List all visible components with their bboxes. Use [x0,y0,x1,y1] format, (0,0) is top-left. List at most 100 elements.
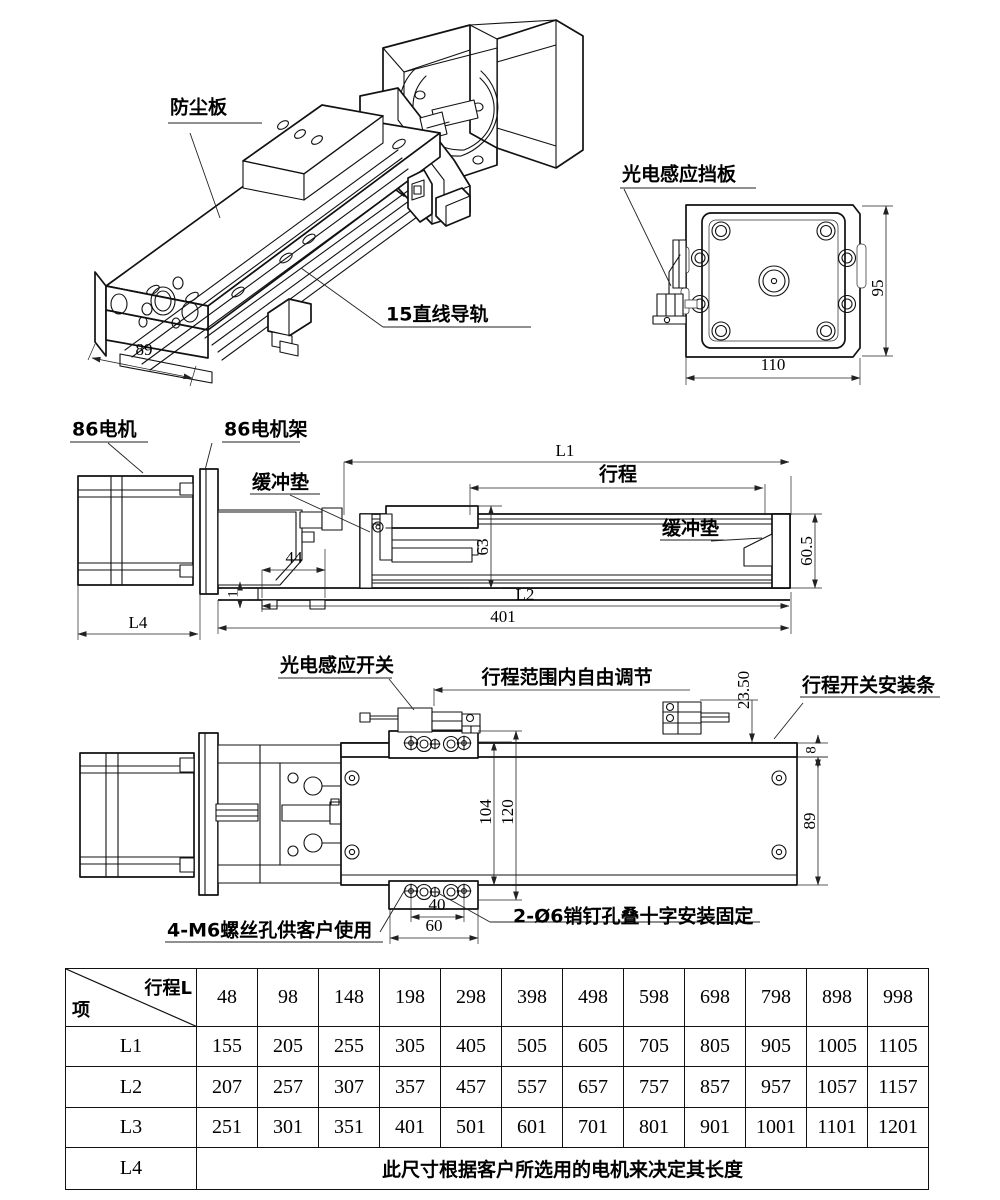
spec-cell-L3-798: 1001 [745,1106,807,1148]
side-motor [77,475,194,586]
spec-cell-L3-148: 351 [318,1106,380,1148]
spec-cell-L2-498: 657 [562,1066,624,1108]
callout-limit-switch-bar-label: 行程开关安装条 [801,674,936,697]
dim-end-95: 95 [862,205,893,357]
plan-sensor-block-left [359,707,481,759]
side-carriage [299,505,479,563]
spec-table-stroke-header-7: 598 [623,967,685,1028]
callout-dust-cover-label: 防尘板 [170,96,228,119]
dim-side-63-label: 63 [473,539,492,556]
corner-col-label: 行程L [144,978,192,999]
dim-side-L2-label: L2 [516,585,535,604]
callout-buffer-pad-right-label: 缓冲垫 [662,517,719,540]
spec-cell-L1-198: 305 [379,1026,441,1068]
dim-side-1: 1 [222,581,248,609]
plan-main-body [340,742,798,886]
plan-bracket [215,744,358,884]
dim-iso-89-label: 89 [136,340,153,359]
dim-side-stroke-label: 行程 [598,463,637,486]
dim-plan-40-label: 40 [429,895,446,914]
spec-table-row-label-L3: L3 [65,1106,197,1148]
callout-free-adjust-label: 行程范围内自由调节 [480,666,652,689]
spec-cell-L1-48: 155 [196,1026,258,1068]
spec-table-stroke-header-11: 998 [867,967,929,1028]
spec-table-row-label-L2: L2 [65,1066,197,1108]
dim-end-110: 110 [685,355,861,385]
spec-cell-L2-48: 207 [196,1066,258,1108]
spec-cell-L2-598: 757 [623,1066,685,1108]
callout-buffer-pad-left: 缓冲垫 [250,471,371,533]
spec-cell-L1-898: 1005 [806,1026,868,1068]
spec-cell-L3-98: 301 [257,1106,319,1148]
dim-end-110-label: 110 [761,355,786,374]
spec-cell-L1-98: 205 [257,1026,319,1068]
callout-motor-mount-86: 86电机架 [204,418,307,471]
corner-row-label: 项 [72,1000,90,1022]
iso-linear-rail [124,149,433,371]
plan-view: 光电感应开关 行程范围内自由调节 行程开关安装条 4-M6螺丝孔供客户使用 [79,654,940,944]
spec-cell-L3-598: 801 [623,1106,685,1148]
spec-cell-L3-498: 701 [562,1106,624,1148]
spec-table-corner-cell: 行程L 项 [65,967,197,1028]
dim-plan-8-label: 8 [803,746,819,754]
dim-side-L4-label: L4 [129,613,148,632]
callout-photo-sensor-plate-label: 光电感应挡板 [621,163,737,186]
callout-linear-rail: 15直线导轨 [300,267,531,328]
spec-cell-L3-198: 401 [379,1106,441,1148]
spec-cell-L2-798: 957 [745,1066,807,1108]
spec-table-stroke-header-9: 798 [745,967,807,1028]
spec-cell-L2-98: 257 [257,1066,319,1108]
spec-cell-L2-998: 1157 [867,1066,929,1108]
dim-plan-2350: 23.50 [700,671,758,743]
dim-side-401-label: 401 [490,607,516,626]
spec-cell-L2-198: 357 [379,1066,441,1108]
callout-m6-screw-holes-label: 4-M6螺丝孔供客户使用 [167,919,372,942]
spec-cell-L2-298: 457 [440,1066,502,1108]
dim-side-605-label: 60.5 [797,536,816,566]
dim-end-95-label: 95 [868,280,887,297]
dim-plan-120: 120 [478,730,522,901]
dim-plan-40: 40 [410,895,465,922]
dim-side-44: 44 [261,548,326,598]
spec-cell-L1-598: 705 [623,1026,685,1068]
spec-cell-L3-698: 901 [684,1106,746,1148]
dim-plan-89-label: 89 [800,813,819,830]
dim-side-401: 401 [217,600,792,634]
spec-table-footer-note: 此尺寸根据客户所选用的电机来决定其长度 [196,1146,929,1191]
spec-table-stroke-header-5: 398 [501,967,563,1028]
spec-cell-L1-398: 505 [501,1026,563,1068]
callout-motor-86: 86电机 [70,418,148,474]
callout-limit-switch-bar: 行程开关安装条 [773,674,940,740]
dim-plan-104: 104 [476,741,512,886]
spec-cell-L3-398: 601 [501,1106,563,1148]
spec-table-row-label-L4: L4 [65,1146,197,1191]
dim-plan-89: 89 [798,756,828,886]
plan-sensor-block-right [662,701,730,735]
spec-table-stroke-header-6: 498 [562,967,624,1028]
callout-photo-sensor-plate: 光电感应挡板 [620,163,756,287]
iso-rear-block [242,104,384,201]
dim-side-stroke: 行程 [469,463,766,515]
spec-cell-L2-898: 1057 [806,1066,868,1108]
spec-table-row-label-L1: L1 [65,1026,197,1068]
end-view-side-bolts [690,248,857,314]
spec-cell-L1-298: 405 [440,1026,502,1068]
callout-motor-mount-86-label: 86电机架 [224,418,307,441]
dim-side-1-label: 1 [225,590,241,598]
spec-cell-L1-698: 805 [684,1026,746,1068]
end-view-corner-bolts [711,221,836,341]
side-motor-mount [199,468,219,595]
dim-side-44-label: 44 [286,548,304,567]
spec-table-stroke-header-8: 698 [684,967,746,1028]
dim-plan-2350-label: 23.50 [734,671,753,709]
isometric-view: 防尘板 15直线导轨 89 [87,19,584,387]
dim-side-L2: L2 [261,585,792,612]
